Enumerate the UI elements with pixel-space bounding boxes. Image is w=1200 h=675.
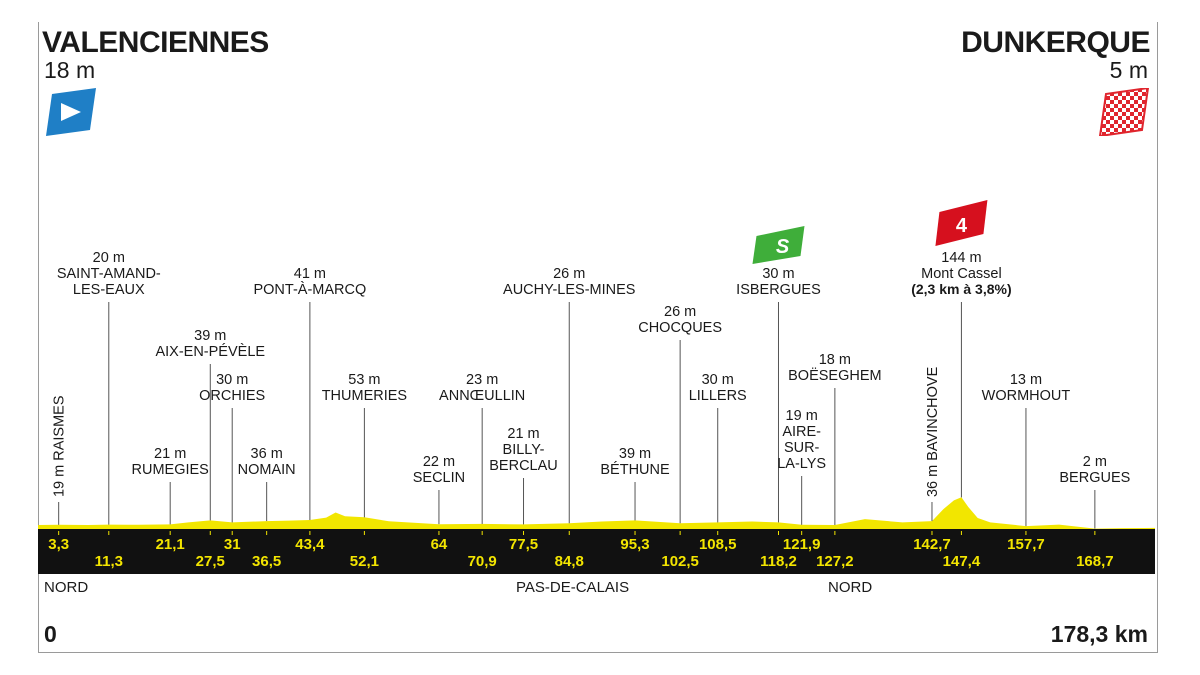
km-band <box>38 529 1155 574</box>
km-marker-0: 3,3 <box>48 536 69 553</box>
waypoint-label-17-0: 18 m <box>819 352 851 368</box>
km-marker-17: 127,2 <box>816 553 854 570</box>
waypoint-label-18: 36 m BAVINCHOVE <box>925 366 941 497</box>
km-marker-12: 95,3 <box>620 536 649 553</box>
climb-gradient-label: (2,3 km à 3,8%) <box>911 281 1011 297</box>
km-marker-18: 142,7 <box>913 536 951 553</box>
waypoint-label-16-2: SUR- <box>784 440 820 456</box>
waypoint-label-10-2: BERCLAU <box>489 458 558 474</box>
climb-cat4-badge-icon <box>935 200 988 246</box>
waypoint-label-5-0: 36 m <box>251 446 283 462</box>
start-altitude: 18 m <box>44 57 96 83</box>
waypoint-label-8-1: SECLIN <box>413 470 465 486</box>
waypoint-label-14-1: LILLERS <box>689 388 747 404</box>
start-distance: 0 <box>44 621 57 647</box>
waypoint-label-20-0: 13 m <box>1010 372 1042 388</box>
waypoint-label-4-1: ORCHIES <box>199 388 265 404</box>
start-city: VALENCIENNES <box>42 26 269 59</box>
waypoint-label-9-0: 23 m <box>466 372 498 388</box>
waypoint-label-7-1: THUMERIES <box>322 388 407 404</box>
sprint-badge-letter: S <box>776 236 790 258</box>
waypoint-label-10-1: BILLY- <box>503 442 545 458</box>
waypoint-label-0: 19 m RAISMES <box>52 395 68 497</box>
waypoint-label-11-1: AUCHY-LES-MINES <box>503 282 635 298</box>
waypoint-label-3-1: AIX-EN-PÉVÈLE <box>155 343 265 360</box>
km-marker-15: 118,2 <box>760 553 797 570</box>
waypoint-label-19-0: 144 m <box>941 250 981 266</box>
waypoint-label-5-1: NOMAIN <box>238 462 296 478</box>
km-marker-7: 52,1 <box>350 553 379 570</box>
waypoint-label-10-0: 21 m <box>507 426 539 442</box>
finish-flag-icon <box>1098 88 1150 136</box>
waypoint-label-8-0: 22 m <box>423 454 455 470</box>
km-marker-20: 157,7 <box>1007 536 1045 553</box>
waypoint-label-1-1: SAINT-AMAND- <box>57 266 161 282</box>
km-marker-11: 84,8 <box>555 553 584 570</box>
waypoint-label-13-1: CHOCQUES <box>638 320 722 336</box>
waypoint-label-6-0: 41 m <box>294 266 326 282</box>
km-marker-4: 31 <box>224 536 241 553</box>
region-label-1: PAS-DE-CALAIS <box>516 579 630 596</box>
elevation-area <box>38 497 1155 529</box>
waypoint-label-9-1: ANNŒULLIN <box>439 388 525 404</box>
km-marker-5: 36,5 <box>252 553 281 570</box>
waypoint-label-15-1: ISBERGUES <box>736 282 821 298</box>
waypoint-label-11-0: 26 m <box>553 266 585 282</box>
climb-badge-number: 4 <box>956 215 968 237</box>
km-marker-19: 147,4 <box>943 553 981 570</box>
waypoint-label-4-0: 30 m <box>216 372 248 388</box>
km-marker-9: 70,9 <box>468 553 497 570</box>
km-marker-13: 102,5 <box>661 553 699 570</box>
waypoint-label-19-1: Mont Cassel <box>921 266 1002 282</box>
finish-city: DUNKERQUE <box>961 26 1150 59</box>
waypoint-label-3-0: 39 m <box>194 328 226 344</box>
waypoint-label-21-1: BERGUES <box>1059 470 1130 486</box>
km-marker-21: 168,7 <box>1076 553 1114 570</box>
finish-altitude: 5 m <box>1109 57 1148 83</box>
km-marker-14: 108,5 <box>699 536 737 553</box>
km-marker-2: 21,1 <box>156 536 185 553</box>
sprint-badge-icon <box>752 226 805 264</box>
waypoint-label-12-0: 39 m <box>619 446 651 462</box>
waypoint-label-2-1: RUMEGIES <box>132 462 209 478</box>
km-marker-1: 11,3 <box>95 553 123 570</box>
waypoint-label-20-1: WORMHOUT <box>982 388 1071 404</box>
waypoint-label-1-2: LES-EAUX <box>73 282 145 298</box>
region-label-2: NORD <box>828 579 873 596</box>
waypoint-label-13-0: 26 m <box>664 304 696 320</box>
waypoint-label-6-1: PONT-À-MARCQ <box>253 281 366 298</box>
waypoint-label-7-0: 53 m <box>348 372 380 388</box>
km-marker-8: 64 <box>431 536 448 553</box>
waypoint-label-15-0: 30 m <box>762 266 794 282</box>
profile-frame <box>38 22 1158 653</box>
waypoint-label-16-3: LA-LYS <box>777 456 826 472</box>
start-flag-icon <box>46 88 96 136</box>
waypoint-label-17-1: BOËSEGHEM <box>788 367 881 384</box>
waypoint-label-14-0: 30 m <box>702 372 734 388</box>
waypoint-label-1-0: 20 m <box>93 250 125 266</box>
waypoint-label-16-1: AIRE- <box>782 424 821 440</box>
waypoint-label-16-0: 19 m <box>786 408 818 424</box>
km-marker-3: 27,5 <box>196 553 225 570</box>
total-distance: 178,3 km <box>1050 621 1148 647</box>
waypoint-label-12-1: BÉTHUNE <box>600 461 670 478</box>
waypoint-label-21-0: 2 m <box>1083 454 1107 470</box>
km-marker-6: 43,4 <box>295 536 325 553</box>
km-marker-10: 77,5 <box>509 536 538 553</box>
region-label-0: NORD <box>44 579 89 596</box>
waypoint-label-2-0: 21 m <box>154 446 186 462</box>
km-marker-16: 121,9 <box>783 536 821 553</box>
